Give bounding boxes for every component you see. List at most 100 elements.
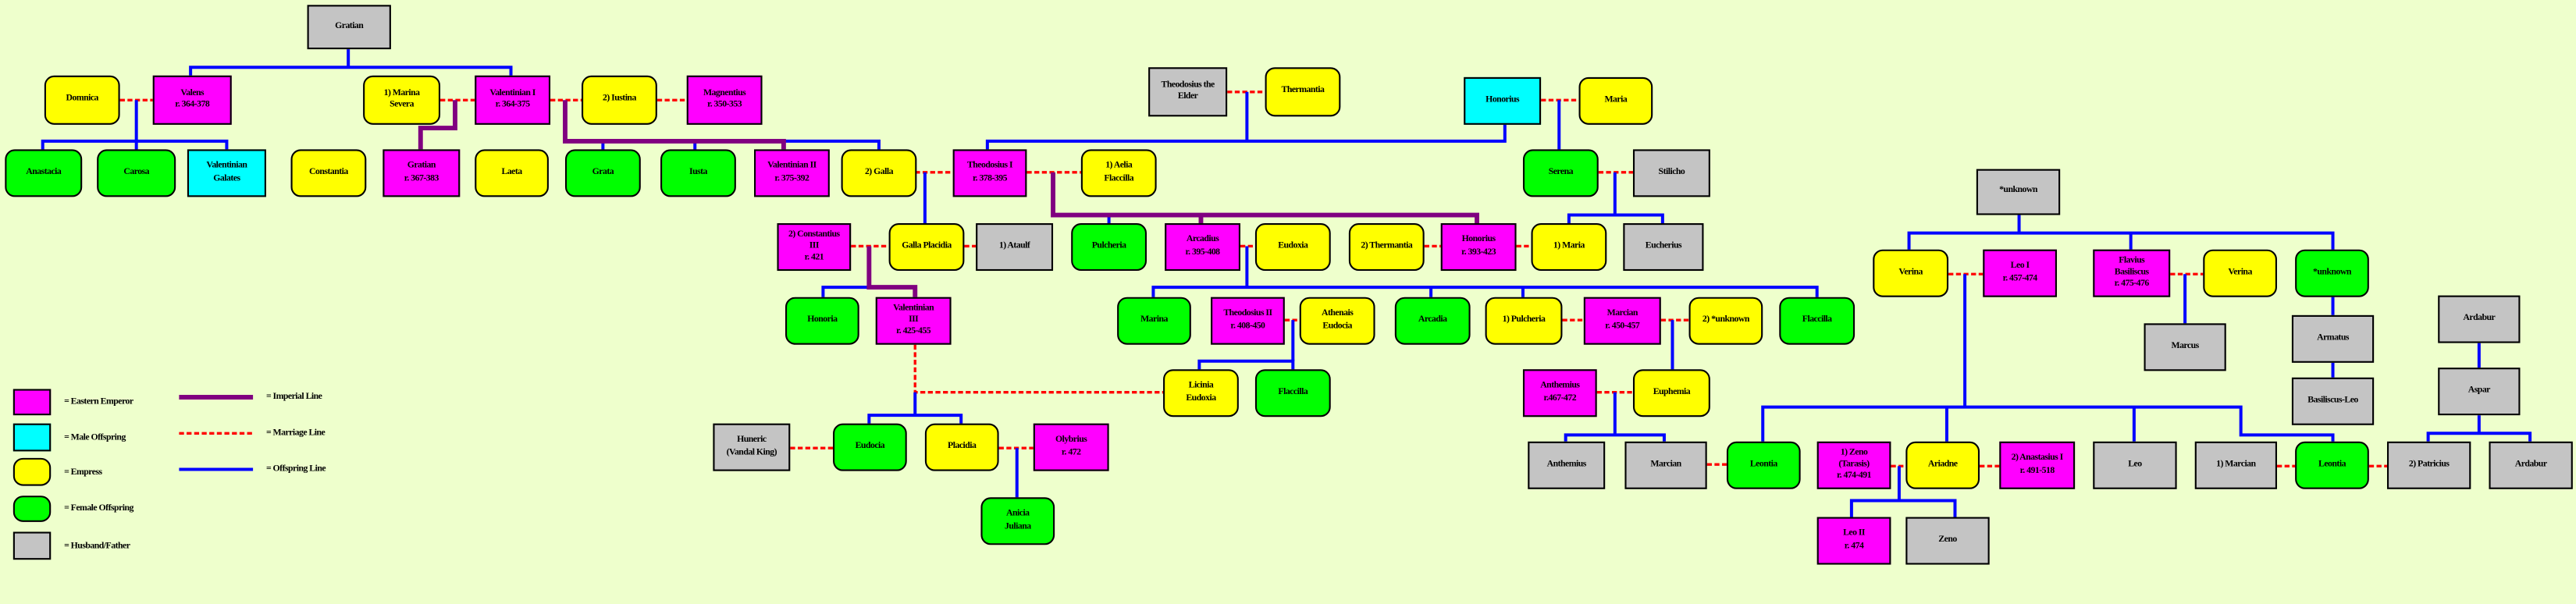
person-placidia: Placidia (924, 423, 999, 471)
person-name-line: r. 364-378 (175, 100, 210, 110)
person-thermantia2: 2) Thermantia (1348, 223, 1425, 272)
person-serena: Serena (1522, 149, 1599, 197)
offspring-line (867, 414, 963, 424)
imperial-line (866, 246, 918, 297)
person-eucherius: Eucherius (1623, 223, 1704, 272)
person-name-line: Basiliscus-Leo (2307, 395, 2358, 406)
offspring-line (1849, 499, 1957, 517)
person-name-line: *unknown (1999, 186, 2037, 197)
person-name-line: Ardabur (2463, 313, 2496, 324)
person-thermantia-top: Thermantia (1265, 67, 1341, 117)
person-name-line: Zeno (1938, 535, 1957, 545)
person-name-line: *unknown (2313, 267, 2351, 278)
person-name-line: Anastacia (26, 167, 62, 177)
person-name-line: Grata (592, 167, 614, 177)
imperial-line (1051, 172, 1479, 224)
person-name-line: III (809, 240, 820, 251)
person-marcian1: 1) Marcian (2194, 441, 2277, 489)
person-name-line: Leontia (2318, 459, 2346, 470)
person-name-line: Eudocia (1322, 321, 1352, 331)
person-aspar: Aspar (2438, 368, 2521, 416)
marriage-line (913, 344, 1164, 394)
person-name-line: 2) *unknown (1702, 314, 1749, 325)
person-unknown2: 2) *unknown (1688, 297, 1763, 345)
person-leo: Leo (2093, 441, 2177, 489)
person-eudoxia: Eudoxia (1254, 223, 1331, 272)
person-laeta: Laeta (475, 149, 549, 197)
person-name-line: Anicia (1006, 509, 1030, 520)
person-honorius-emp: Honorius r. 393-423 (1440, 223, 1517, 272)
person-name-line: Stilicho (1658, 167, 1685, 177)
person-name-line: Ariadne (1927, 459, 1958, 470)
offspring-line (821, 286, 870, 297)
person-name-line: Basiliscus (2114, 267, 2149, 278)
person-anastacia: Anastacia (5, 149, 83, 197)
offspring-line (41, 139, 229, 150)
person-name-line: Honorius (1461, 235, 1496, 245)
person-name-line: r. 491-518 (2019, 465, 2055, 475)
legend-label-male: = Male Offspring (64, 432, 126, 442)
person-name-line: Flaccilla (1104, 172, 1134, 183)
person-name-line: Theodosius I (966, 161, 1013, 172)
person-name-line: Galates (213, 172, 240, 183)
person-name-line: Marcian (1650, 459, 1681, 470)
person-grata: Grata (564, 149, 641, 197)
person-patricius: 2) Patricius (2386, 441, 2471, 489)
offspring-line (1761, 405, 2335, 442)
person-honoria: Honoria (785, 297, 859, 345)
person-name-line: Eudoxia (1278, 240, 1308, 251)
person-name-line: Licinia (1188, 381, 1214, 392)
person-name-line: Euphemia (1653, 387, 1691, 397)
person-name-line: 2) Thermantia (1361, 240, 1413, 251)
person-name-line: Flavius (2119, 255, 2145, 265)
person-name-line: Magnentius (703, 88, 746, 98)
person-name-line: Domnica (66, 94, 98, 105)
person-arcadia: Arcadia (1394, 297, 1471, 345)
person-name-line: r. 450-457 (1605, 321, 1640, 331)
person-name-line: r. 395-408 (1185, 247, 1221, 258)
person-name-line: III (909, 314, 919, 325)
person-name-line: Maria (1604, 94, 1628, 105)
person-maria1: 1) Maria (1531, 223, 1607, 272)
person-name-line: 2) Patricius (2408, 459, 2450, 470)
person-name-line: Huneric (737, 435, 767, 446)
offspring-line (1567, 213, 1664, 224)
person-name-line: Thermantia (1281, 86, 1325, 96)
person-unknown-green: *unknown (2295, 249, 2369, 297)
person-name-line: 2) Iustina (602, 94, 636, 105)
legend-label-empress: = Empress (64, 467, 102, 478)
person-name-line: r. 378-395 (972, 172, 1008, 183)
person-valens: Valens r. 364-378 (152, 75, 232, 125)
person-name-line: Gratian (407, 161, 436, 172)
person-zeno: Zeno (1905, 517, 1990, 565)
person-domnica: Domnica (44, 75, 120, 125)
person-name-line: r. 375-392 (774, 172, 809, 183)
person-name-line: Leo II (1843, 528, 1865, 539)
person-galla: 2) Galla (841, 149, 917, 197)
person-name-line: r.467-472 (1543, 393, 1577, 403)
person-basiliscus-leo: Basiliscus-Leo (2291, 377, 2375, 425)
person-name-line: Theodosius II (1223, 308, 1272, 319)
person-ardabur: Ardabur (2489, 441, 2573, 489)
person-name-line: Arcadius (1186, 235, 1219, 245)
person-name-line: r. 393-423 (1461, 247, 1496, 258)
person-stilicho: Stilicho (1632, 149, 1710, 197)
person-arcadius: Arcadius r. 395-408 (1165, 223, 1240, 272)
person-name-line: r. 425-455 (896, 326, 931, 337)
person-name-line: Anthemius (1540, 381, 1580, 392)
person-name-line: Valens (180, 88, 205, 98)
legend-label-female: = Female Offspring (64, 503, 133, 514)
person-eudocia: Eudocia (833, 423, 907, 471)
person-name-line: 1) Marcian (2216, 459, 2256, 470)
